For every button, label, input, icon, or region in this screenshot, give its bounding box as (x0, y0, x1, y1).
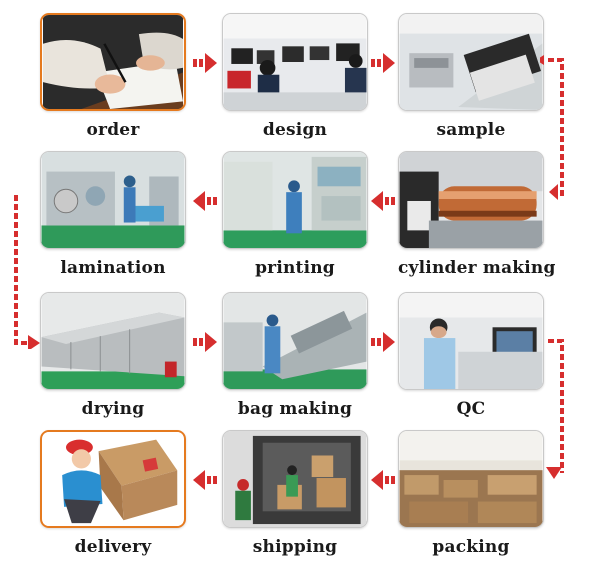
arrow-right-icon (193, 53, 217, 73)
step-drying: drying (40, 292, 186, 419)
cylinder-photo (398, 151, 544, 249)
step-label: bag making (237, 399, 353, 419)
drying-photo (40, 292, 186, 390)
sample-photo (398, 13, 544, 111)
arrow-left-icon (371, 191, 395, 211)
connector-qc-to-packing (546, 339, 564, 479)
bag-making-photo (222, 292, 368, 390)
step-cylinder-making: cylinder making (398, 151, 556, 278)
step-label: drying (81, 399, 145, 419)
step-printing: printing (222, 151, 368, 278)
step-label: QC (456, 399, 486, 419)
step-qc: QC (398, 292, 544, 419)
arrow-right-icon (371, 332, 395, 352)
step-sample: sample (398, 13, 544, 140)
step-label: order (86, 120, 140, 140)
qc-photo (398, 292, 544, 390)
step-label: design (262, 120, 328, 140)
design-photo (222, 13, 368, 111)
step-order: order (40, 13, 186, 140)
step-packing: packing (398, 430, 544, 557)
step-label: shipping (252, 537, 338, 557)
order-photo (40, 13, 186, 111)
shipping-photo (222, 430, 368, 528)
connector-sample-to-cylinder (540, 55, 564, 200)
connector-lamination-to-drying (14, 195, 40, 349)
arrow-right-icon (193, 332, 217, 352)
printing-photo (222, 151, 368, 249)
step-label: packing (432, 537, 510, 557)
step-shipping: shipping (222, 430, 368, 557)
step-design: design (222, 13, 368, 140)
step-bag-making: bag making (222, 292, 368, 419)
step-delivery: delivery (40, 430, 186, 557)
step-lamination: lamination (40, 151, 186, 278)
step-label: lamination (60, 258, 166, 278)
arrow-left-icon (371, 470, 395, 490)
step-label: cylinder making (398, 258, 556, 278)
arrow-right-icon (371, 53, 395, 73)
step-label: printing (255, 258, 335, 278)
delivery-photo (40, 430, 186, 528)
step-label: sample (436, 120, 506, 140)
arrow-left-icon (193, 470, 217, 490)
lamination-photo (40, 151, 186, 249)
arrow-left-icon (193, 191, 217, 211)
step-label: delivery (74, 537, 152, 557)
packing-photo (398, 430, 544, 528)
